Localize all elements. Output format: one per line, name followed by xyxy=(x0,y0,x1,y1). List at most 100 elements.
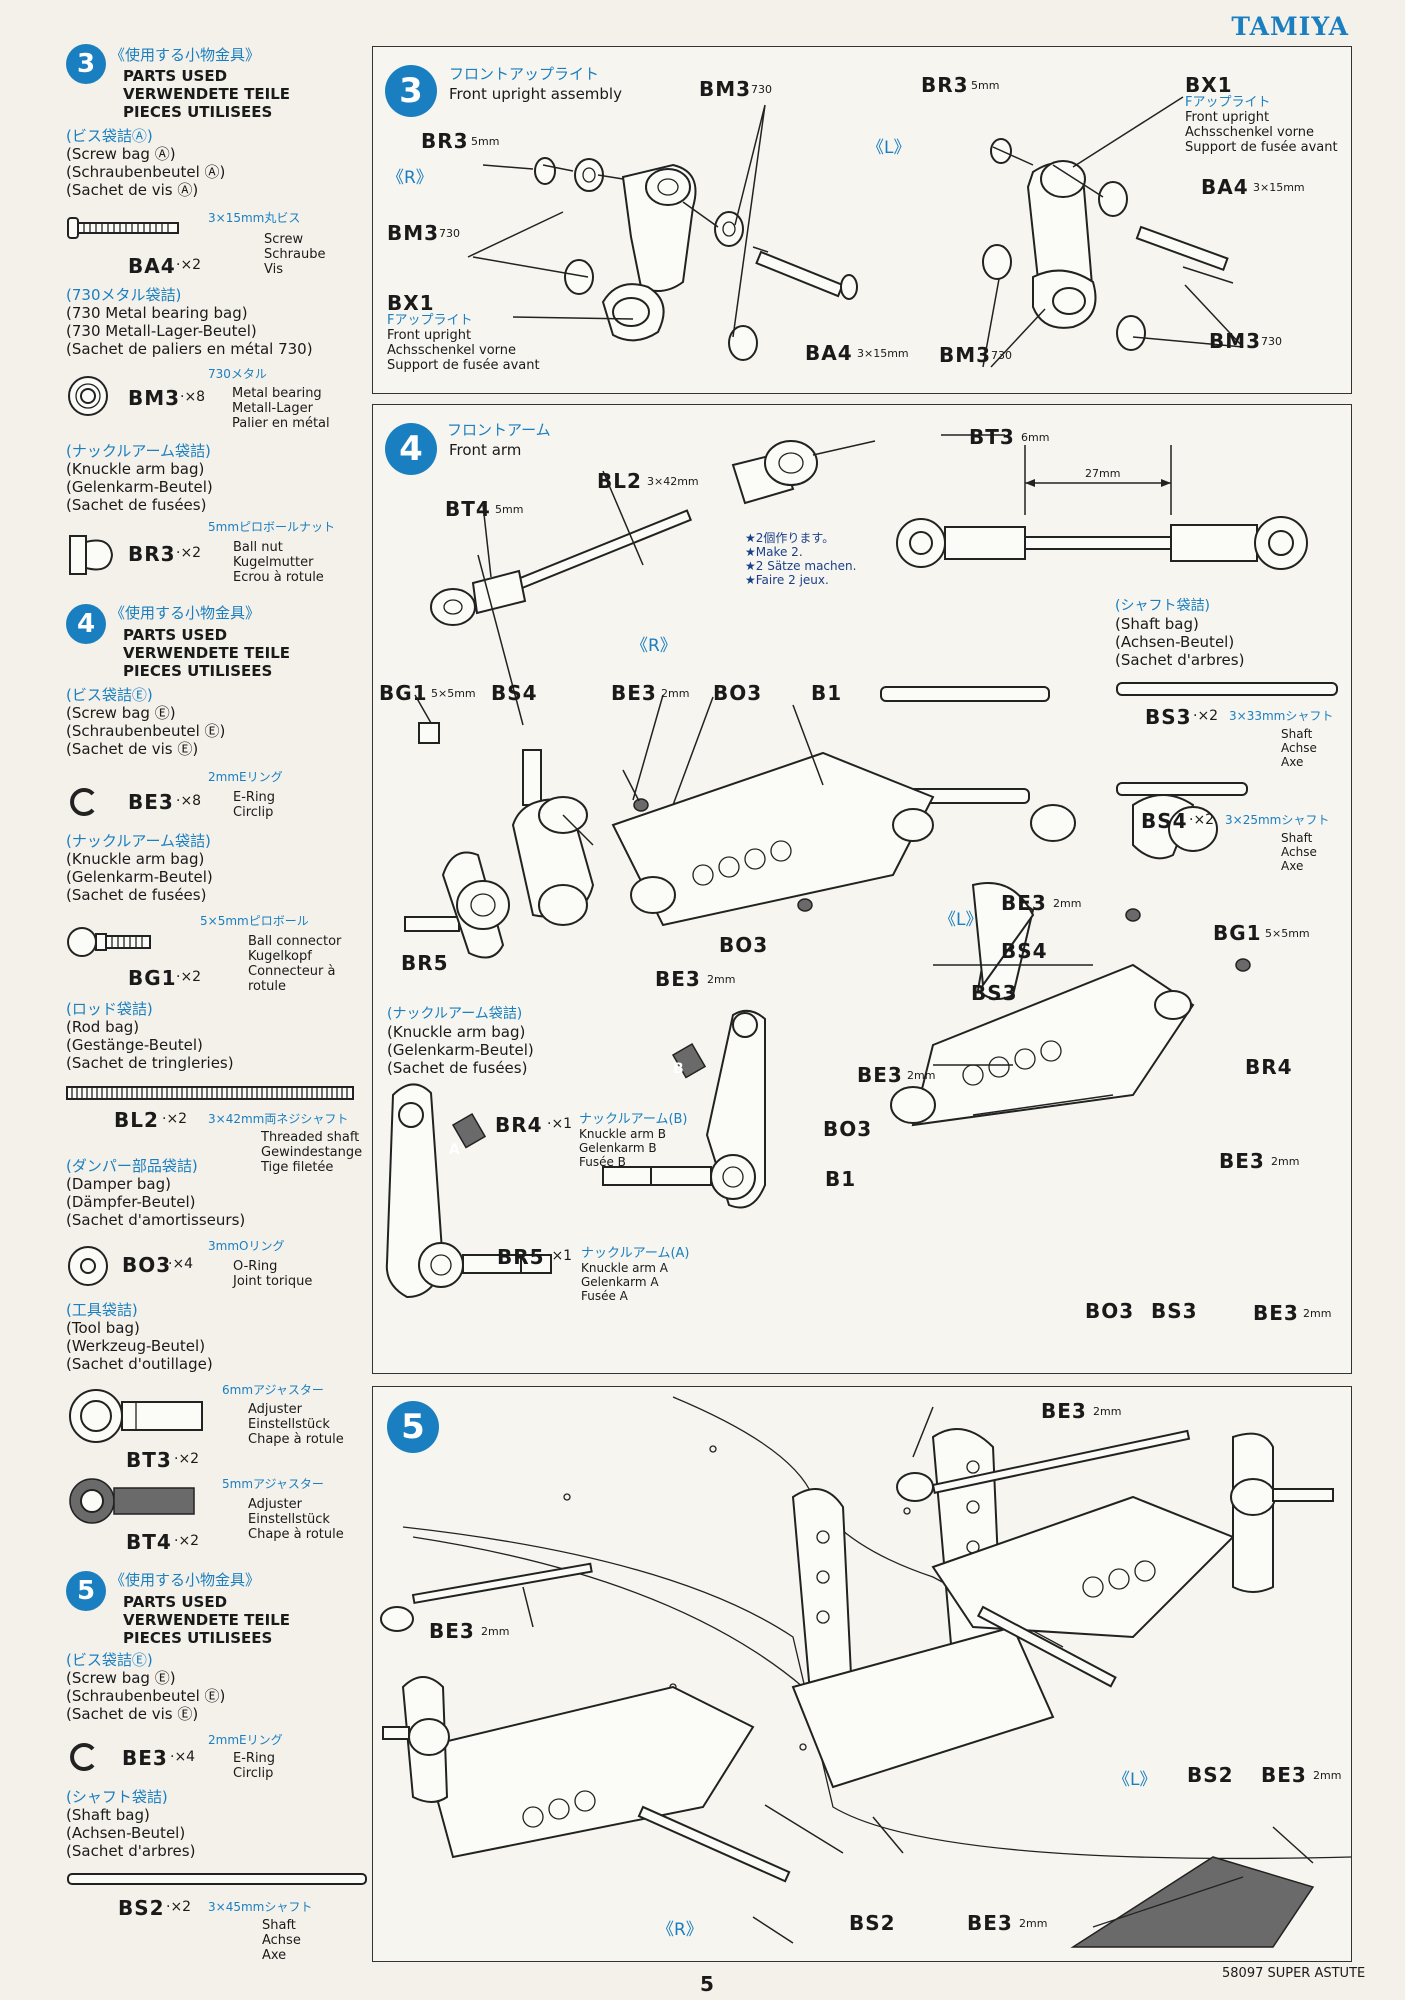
bg1-code: BG1 xyxy=(128,966,177,990)
s5-be3-label-left: BE3 xyxy=(429,1619,475,1643)
s4-br4-label-l: BR4 xyxy=(1245,1055,1293,1079)
step5-badge: 5 xyxy=(66,1571,106,1611)
bt3-code: BT3 xyxy=(126,1448,172,1472)
s3-bx1-label-l: BX1 xyxy=(1185,73,1233,97)
br3-code: BR3 xyxy=(128,542,176,566)
ball-nut-icon xyxy=(69,535,114,575)
bs2-spec: 3×45mmシャフト xyxy=(208,1900,313,1914)
s5-side-r: 《R》 xyxy=(657,1920,703,1940)
s5-bag-e: (ビス袋詰Ⓔ) (Screw bag Ⓔ)(Schraubenbeutel Ⓔ)… xyxy=(66,1651,226,1723)
step4-diagram xyxy=(404,434,1308,1127)
s4-bg1-spec-r: 5×5mm xyxy=(431,687,476,700)
s5-bs2-label-l: BS2 xyxy=(1187,1763,1234,1787)
s5-be3-spec-left: 2mm xyxy=(481,1625,510,1638)
adjuster-5mm-icon xyxy=(69,1478,195,1524)
shaft-icon xyxy=(67,1873,367,1885)
s4-b1-label-r: B1 xyxy=(811,681,843,705)
s4-bag-tool: (工具袋詰) (Tool bag)(Werkzeug-Beutel)(Sache… xyxy=(66,1301,213,1373)
step4-title-jp: フロントアーム xyxy=(447,421,551,439)
bt3-spec: 6mmアジャスター xyxy=(222,1383,324,1397)
ball-connector-icon xyxy=(67,927,151,957)
s4-bt3-spec: 6mm xyxy=(1021,431,1050,444)
s4-bt4-label: BT4 xyxy=(445,497,491,521)
adjuster-6mm-icon xyxy=(69,1389,203,1443)
s3-bm3-spec-r: 730 xyxy=(439,227,460,240)
step3-title-jp: フロントアップライト xyxy=(449,65,600,83)
s4-bt3-label: BT3 xyxy=(969,425,1015,449)
s5-be3-spec-top: 2mm xyxy=(1093,1405,1122,1418)
step3-side-r: 《R》 xyxy=(387,168,433,188)
upright-right xyxy=(601,163,697,342)
s3-bm3-label-r: BM3 xyxy=(387,221,440,245)
bt3-qty: ·×2 xyxy=(174,1451,200,1467)
upright-left xyxy=(1026,160,1097,329)
bs2-qty: ·×2 xyxy=(166,1899,192,1915)
bt4-spec: 5mmアジャスター xyxy=(222,1477,324,1491)
s4-be3-label-r2: BE3 xyxy=(655,967,701,991)
s3-br3-label-l: BR3 xyxy=(921,73,969,97)
s3-bag-a: (ビス袋詰Ⓐ) (Screw bag Ⓐ)(Schraubenbeutel Ⓐ)… xyxy=(66,127,226,199)
s4-bag-rod: (ロッド袋詰) (Rod bag)(Gestänge-Beutel)(Sache… xyxy=(66,1000,234,1072)
s4-bo3-label-r: BO3 xyxy=(713,681,763,705)
bm3-qty: ·×8 xyxy=(180,389,206,405)
s4-be3-spec-r: 2mm xyxy=(661,687,690,700)
bm3-code: BM3 xyxy=(128,386,181,410)
s4-bs3-code: BS3 xyxy=(1145,705,1192,729)
s5-be3-spec-r: 2mm xyxy=(1019,1917,1048,1930)
s4-bg1-spec-l: 5×5mm xyxy=(1265,927,1310,940)
s5-side-l: 《L》 xyxy=(1113,1770,1157,1790)
s4-bs4-spec: 3×25mmシャフト xyxy=(1225,813,1330,827)
bm3-spec: 730メタル xyxy=(208,367,267,381)
s4-bl2-spec: 3×42mm xyxy=(647,475,699,488)
e-ring-icon xyxy=(70,1743,95,1771)
step3-side-l: 《L》 xyxy=(867,138,911,158)
footer-code: 58097 SUPER ASTUTE xyxy=(1222,1966,1366,1981)
ba4-qty: ·×2 xyxy=(176,257,202,273)
s4-bs4-label-l: BS4 xyxy=(1001,939,1048,963)
knuckle-a-tag: A xyxy=(449,1142,460,1158)
s4-bs4-code: BS4 xyxy=(1141,809,1188,833)
br3-spec: 5mmピロボールナット xyxy=(208,520,336,534)
be3-code: BE3 xyxy=(128,790,174,814)
s3-bm3-label-top: BM3 xyxy=(699,77,752,101)
bo3-qty: ·×4 xyxy=(168,1256,194,1272)
bl2-code: BL2 xyxy=(114,1108,159,1132)
s4-bo3-label-r2: BO3 xyxy=(719,933,769,957)
step3-diagram xyxy=(467,96,1244,368)
step3-title-en: Front upright assembly xyxy=(449,85,622,103)
s5-be3-spec: 2mmEリング xyxy=(208,1733,283,1747)
s4-be3-spec-l3: 2mm xyxy=(1271,1155,1300,1168)
s4-bs3-spec: 3×33mmシャフト xyxy=(1229,709,1334,723)
s4-bag-e: (ビス袋詰Ⓔ) (Screw bag Ⓔ)(Schraubenbeutel Ⓔ)… xyxy=(66,686,226,758)
s4-be3-label-l4: BE3 xyxy=(1253,1301,1299,1325)
step3-panel: 3 フロントアップライト Front upright assembly 《R》 … xyxy=(372,46,1352,394)
s4-bag-damper: (ダンパー部品袋詰) (Damper bag)(Dämpfer-Beutel)(… xyxy=(66,1157,246,1229)
s4-jp-header: 《使用する小物金具》 xyxy=(110,604,261,622)
s5-bs2-label-r: BS2 xyxy=(849,1911,896,1935)
br3-qty: ·×2 xyxy=(176,545,202,561)
s4-be3-spec-l2: 2mm xyxy=(907,1069,936,1082)
step4-number: 4 xyxy=(385,423,437,475)
bo3-code: BO3 xyxy=(122,1253,172,1277)
s4-bag-knuckle: (ナックルアーム袋詰) (Knuckle arm bag)(Gelenkarm-… xyxy=(66,832,213,904)
threaded-shaft-icon xyxy=(66,1086,354,1100)
bt4-code: BT4 xyxy=(126,1530,172,1554)
s4-be3-label-r: BE3 xyxy=(611,681,657,705)
bo3-spec: 3mmOリング xyxy=(208,1239,285,1253)
s4-bs4-qty: ·×2 xyxy=(1189,812,1215,828)
s5-bag-shaft: (シャフト袋詰) (Shaft bag)(Achsen-Beutel)(Sach… xyxy=(66,1788,196,1860)
s3-ba4-label-r: BA4 xyxy=(805,341,853,365)
s5-be3-code: BE3 xyxy=(122,1746,168,1770)
